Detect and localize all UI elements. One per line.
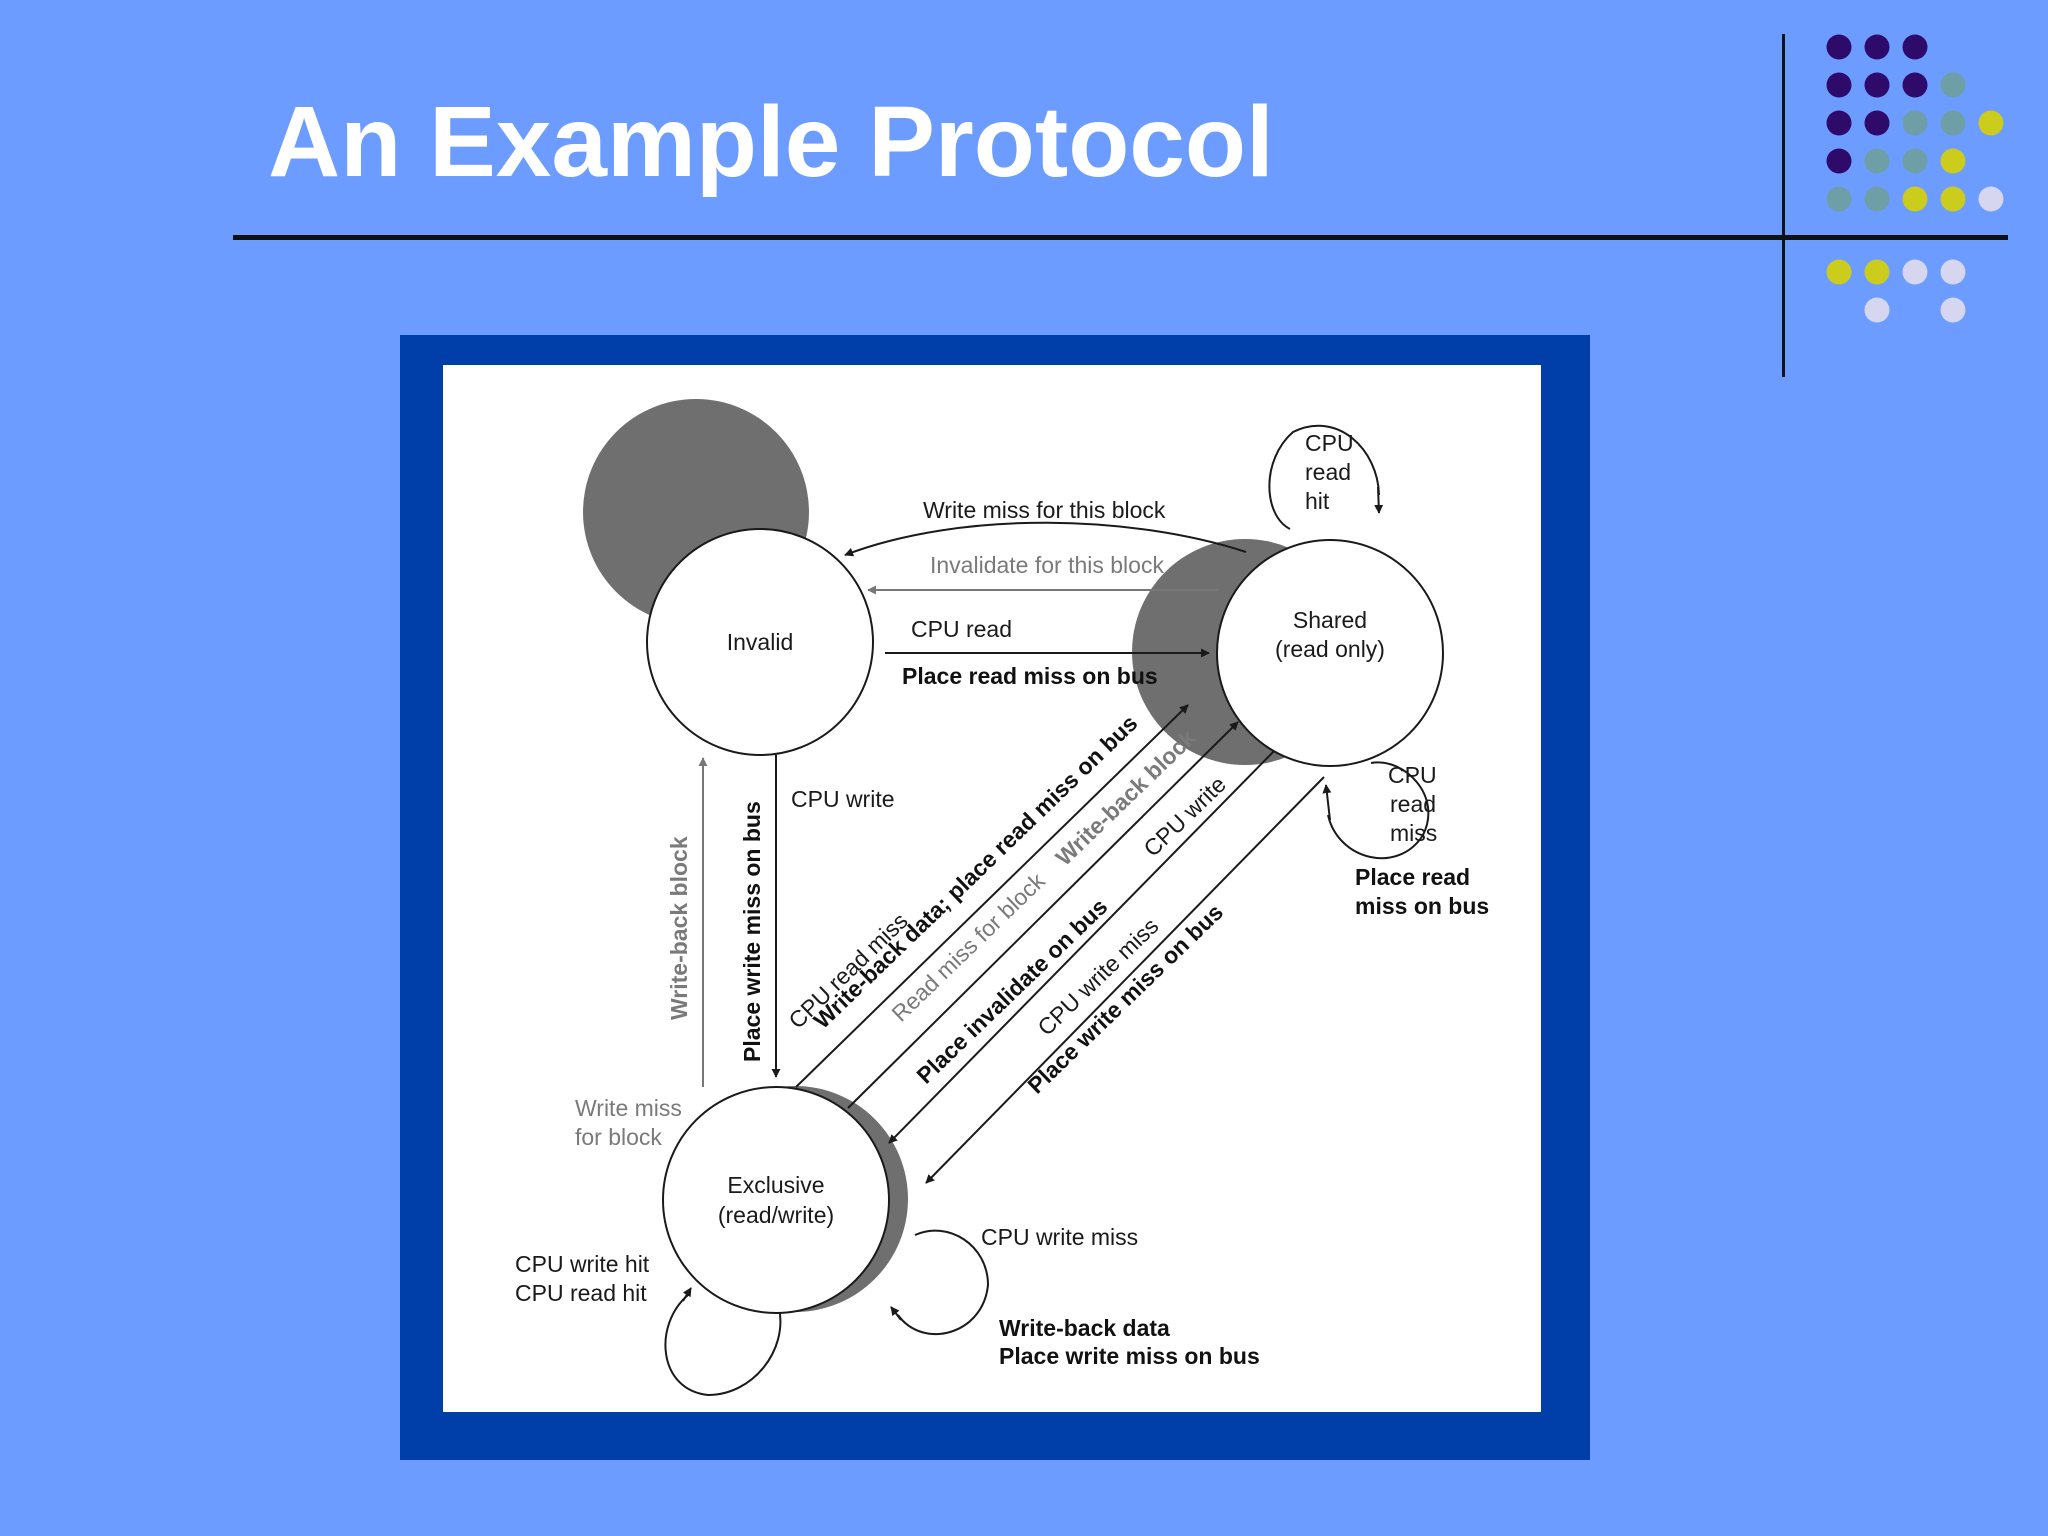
dot-row-7 — [1864, 297, 1966, 323]
dot-row-6 — [1826, 259, 1966, 285]
exclusive-state — [662, 1086, 890, 1314]
decorative-dot-grid — [1826, 34, 2004, 323]
cpu-read-hit-label: CPU read hit — [515, 1280, 647, 1306]
exclusive-state-sublabel: (read/write) — [718, 1202, 834, 1228]
exclusive-write-miss-loop — [890, 1229, 990, 1336]
write-miss-for-block-label-1: Write miss — [575, 1095, 682, 1121]
cpu-read-miss-label-3: miss — [1390, 820, 1437, 846]
coherence-state-diagram: Invalid Shared (read only) Exclusive (re… — [515, 399, 1489, 1397]
cpu-read-label: CPU read — [911, 616, 1012, 642]
read-miss-for-block-arrow — [847, 721, 1239, 1109]
cpu-read-hit-label-3: hit — [1305, 488, 1330, 514]
shared-state-label: Shared — [1293, 607, 1367, 633]
title-underline — [233, 235, 2008, 240]
write-miss-arrow — [844, 521, 1247, 557]
dot-row-5 — [1826, 186, 2004, 212]
cpu-write-hit-label: CPU write hit — [515, 1251, 650, 1277]
place-write-miss-label: Place write miss on bus — [999, 1343, 1260, 1369]
write-back-data-label: Write-back data — [999, 1315, 1170, 1341]
cpu-write-label: CPU write — [791, 786, 895, 812]
cpu-read-miss-label-2: read — [1390, 791, 1436, 817]
cpu-read-miss-arrow — [795, 704, 1189, 1088]
invalid-state-label: Invalid — [727, 629, 793, 655]
write-miss-label: Write miss for this block — [923, 497, 1166, 523]
cpu-write-arrow-diag — [888, 746, 1279, 1144]
corner-vertical-rule — [1782, 34, 1785, 377]
place-read-miss-label-2: miss on bus — [1355, 893, 1489, 919]
shared-state-sublabel: (read only) — [1275, 636, 1385, 662]
place-write-miss-diag-label: Place write miss on bus — [1022, 899, 1228, 1099]
shared-read-miss-loop — [1322, 761, 1430, 860]
dot-row-2 — [1826, 72, 1966, 98]
place-write-miss-vertical-label: Place write miss on bus — [739, 801, 765, 1062]
invalid-state — [646, 528, 874, 756]
cpu-write-miss-label: CPU write miss — [981, 1224, 1138, 1250]
shared-read-hit-loop — [1268, 424, 1384, 530]
write-miss-for-block-label-2: for block — [575, 1124, 662, 1150]
place-read-miss-label-1: Place read — [1355, 864, 1470, 890]
cpu-write-miss-arrow-diag — [925, 776, 1325, 1184]
invalidate-label: Invalidate for this block — [930, 552, 1164, 578]
write-back-block-vertical-label: Write-back block — [666, 836, 692, 1020]
dot-row-3 — [1826, 110, 2004, 136]
slide-title: An Example Protocol — [268, 86, 1274, 198]
exclusive-state-label: Exclusive — [727, 1172, 824, 1198]
exclusive-hit-loop — [664, 1287, 782, 1397]
cpu-read-miss-label-1: CPU — [1388, 762, 1437, 788]
dot-row-4 — [1826, 148, 1966, 174]
cpu-read-hit-label-2: read — [1305, 459, 1351, 485]
place-read-miss-label: Place read miss on bus — [902, 663, 1158, 689]
cpu-read-hit-label-1: CPU — [1305, 430, 1354, 456]
shared-state — [1216, 539, 1444, 767]
dot-row-1 — [1826, 34, 1928, 60]
state-diagram-panel: Invalid Shared (read only) Exclusive (re… — [443, 365, 1541, 1412]
